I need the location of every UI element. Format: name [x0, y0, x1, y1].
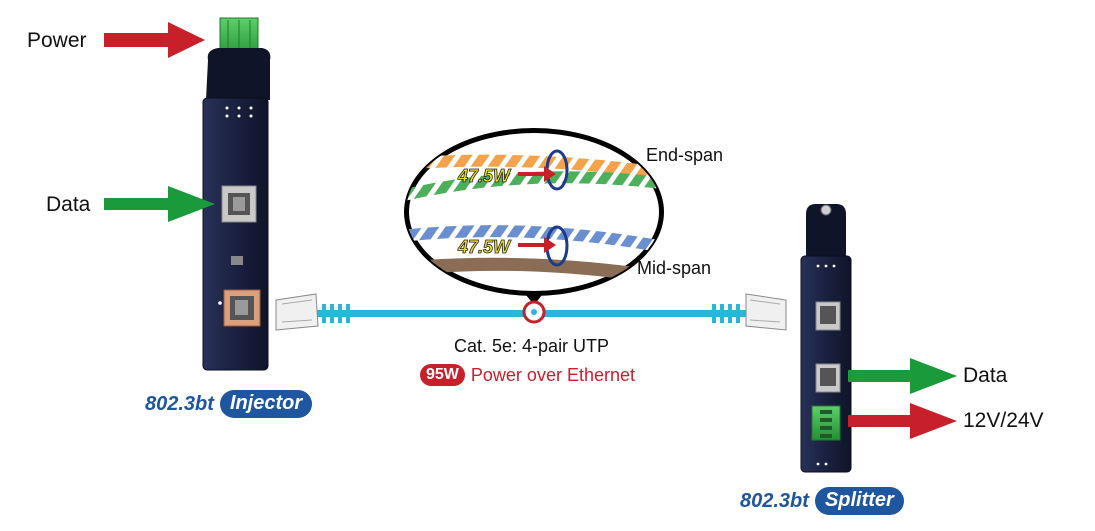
splitter-poe-port	[815, 301, 841, 331]
injector-poe-port	[223, 289, 261, 327]
injector-model-label: 802.3bt Injector	[145, 390, 313, 418]
power-output-arrow	[848, 403, 957, 439]
injector-device	[202, 17, 271, 371]
data-output-arrow	[848, 358, 957, 394]
poe-power-line: 95W Power over Ethernet	[420, 364, 635, 386]
end-span-label: End-span	[646, 145, 724, 165]
data-output-label: Data	[963, 364, 1008, 387]
power-input-label: Power	[27, 29, 87, 52]
injector-model-prefix: 802.3bt	[145, 392, 214, 415]
mid-span-power-label: 47.5W	[457, 237, 512, 257]
splitter-model-name: Splitter	[814, 487, 904, 515]
splitter-data-port	[815, 363, 841, 393]
injector-model-name: Injector	[219, 390, 313, 418]
injector-led	[231, 256, 243, 265]
power-output-label: 12V/24V	[963, 409, 1044, 432]
splitter-model-label: 802.3bt Splitter	[740, 487, 904, 515]
splitter-power-terminal	[811, 405, 841, 441]
poe-power-text: Power over Ethernet	[470, 364, 635, 385]
poe-power-badge: 95W	[420, 364, 465, 386]
data-input-label: Data	[46, 193, 91, 216]
rj45-connector-right	[745, 293, 787, 331]
rj45-connector-left	[275, 293, 319, 331]
injector-data-port	[221, 185, 257, 223]
power-input-arrow	[104, 22, 205, 58]
mid-span-label: Mid-span	[637, 258, 712, 278]
splitter-device	[800, 204, 852, 473]
splitter-model-prefix: 802.3bt	[740, 489, 809, 512]
cable-type-label: Cat. 5e: 4-pair UTP	[454, 336, 610, 356]
data-input-arrow	[104, 186, 215, 222]
end-span-power-label: 47.5W	[457, 166, 512, 186]
cable-zoom-bubble: 47.5W 47.5W	[404, 128, 664, 324]
